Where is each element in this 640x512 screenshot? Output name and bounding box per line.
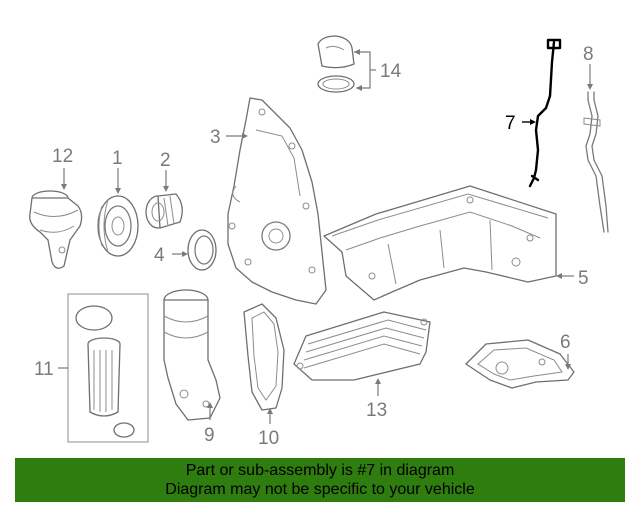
callout-9: 9 [204,402,215,446]
callout-11: 11 [34,359,68,380]
callout-9-label: 9 [204,425,215,446]
part-1-pulley[interactable] [97,195,139,257]
callout-12-label: 12 [52,146,73,167]
callout-4: 4 [154,245,188,266]
callout-6: 6 [560,332,571,370]
callout-2-label: 2 [160,150,171,171]
banner-line-1: Part or sub-assembly is #7 in diagram [185,462,455,479]
callout-1: 1 [112,148,123,194]
part-4-seal[interactable] [187,229,217,271]
callout-14: 14 [354,49,402,91]
parts-diagram: 14 3 12 [29,35,609,449]
callout-7: 7 [505,113,536,134]
callout-1-label: 1 [112,148,123,169]
part-5-oil-pan[interactable] [323,185,557,301]
callout-7-label: 7 [505,113,516,134]
part-2-hub[interactable] [145,193,183,229]
callout-11-label: 11 [34,359,54,380]
part-8-dipstick[interactable] [583,91,609,233]
callout-5-label: 5 [578,268,589,289]
part-14-cap[interactable] [317,35,355,93]
callout-13: 13 [366,378,387,421]
callout-5: 5 [556,268,589,289]
info-banner: Part or sub-assembly is #7 in diagram Di… [15,458,625,502]
part-12-filter-housing[interactable] [29,190,83,269]
part-9-filter-housing[interactable] [163,289,221,421]
callout-8: 8 [583,44,594,90]
callout-14-label: 14 [380,61,402,82]
callout-8-label: 8 [583,44,594,65]
callout-12: 12 [52,146,73,190]
callout-3: 3 [210,127,248,148]
part-10-gasket[interactable] [243,303,285,411]
callout-4-label: 4 [154,245,165,266]
part-6-cover-plate[interactable] [465,339,575,389]
part-13-oil-cooler[interactable] [293,311,431,381]
callout-2: 2 [160,150,171,192]
callout-3-label: 3 [210,127,221,148]
callout-10-label: 10 [258,428,279,449]
callout-10: 10 [258,408,279,449]
part-3-timing-cover[interactable] [227,97,327,305]
part-11-filter-kit[interactable] [67,293,149,443]
banner-line-2: Diagram may not be specific to your vehi… [165,481,475,498]
callout-6-label: 6 [560,332,571,353]
callout-13-label: 13 [366,400,387,421]
part-7-dipstick-tube[interactable] [528,38,562,188]
